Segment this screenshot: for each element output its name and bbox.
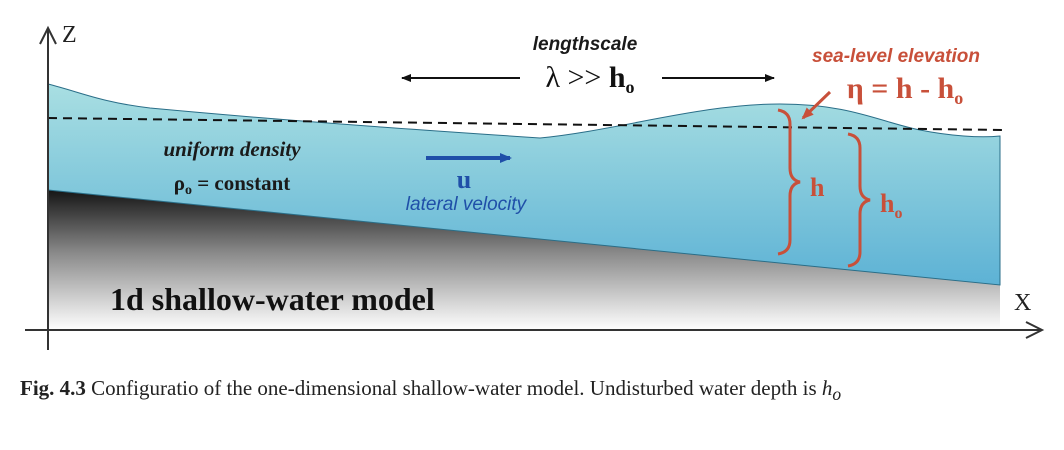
shallow-water-diagram: Z X lengthscale λ >> ho sea-level elevat…: [25, 22, 1045, 350]
x-axis-label: X: [1014, 290, 1031, 316]
lengthscale-title: lengthscale: [533, 34, 638, 55]
ho-brace: [847, 132, 871, 268]
undisturbed-level-line: [47, 117, 1005, 131]
density-label: uniform density: [163, 137, 301, 161]
velocity-label: lateral velocity: [406, 194, 528, 215]
water-body: [47, 83, 1001, 286]
lengthscale-relation: λ >> ho: [545, 61, 634, 97]
x-axis-arrowhead: [1025, 321, 1045, 339]
sea-level-pointer: [801, 90, 832, 120]
model-title: 1d shallow-water model: [110, 281, 435, 317]
depth-h-label: h: [810, 173, 825, 202]
figure-caption: Fig. 4.3 Configuratio of the one-dimensi…: [20, 374, 1044, 408]
seabed: [48, 190, 1000, 330]
velocity-symbol: u: [457, 165, 471, 194]
z-axis-label: Z: [62, 22, 77, 48]
sea-level-title: sea-level elevation: [812, 46, 980, 67]
caption-variable-sub: o: [832, 384, 842, 405]
depth-ho-label: ho: [880, 189, 902, 222]
h-brace: [777, 108, 801, 256]
caption-variable: h: [821, 376, 833, 400]
figure-label: Fig. 4.3: [20, 376, 86, 400]
z-axis-arrowhead: [39, 25, 57, 45]
caption-text: Configuratio of the one-dimensional shal…: [85, 376, 822, 400]
sea-level-equation: η = h - ho: [847, 72, 964, 108]
density-formula: ρo = constant: [174, 171, 291, 198]
